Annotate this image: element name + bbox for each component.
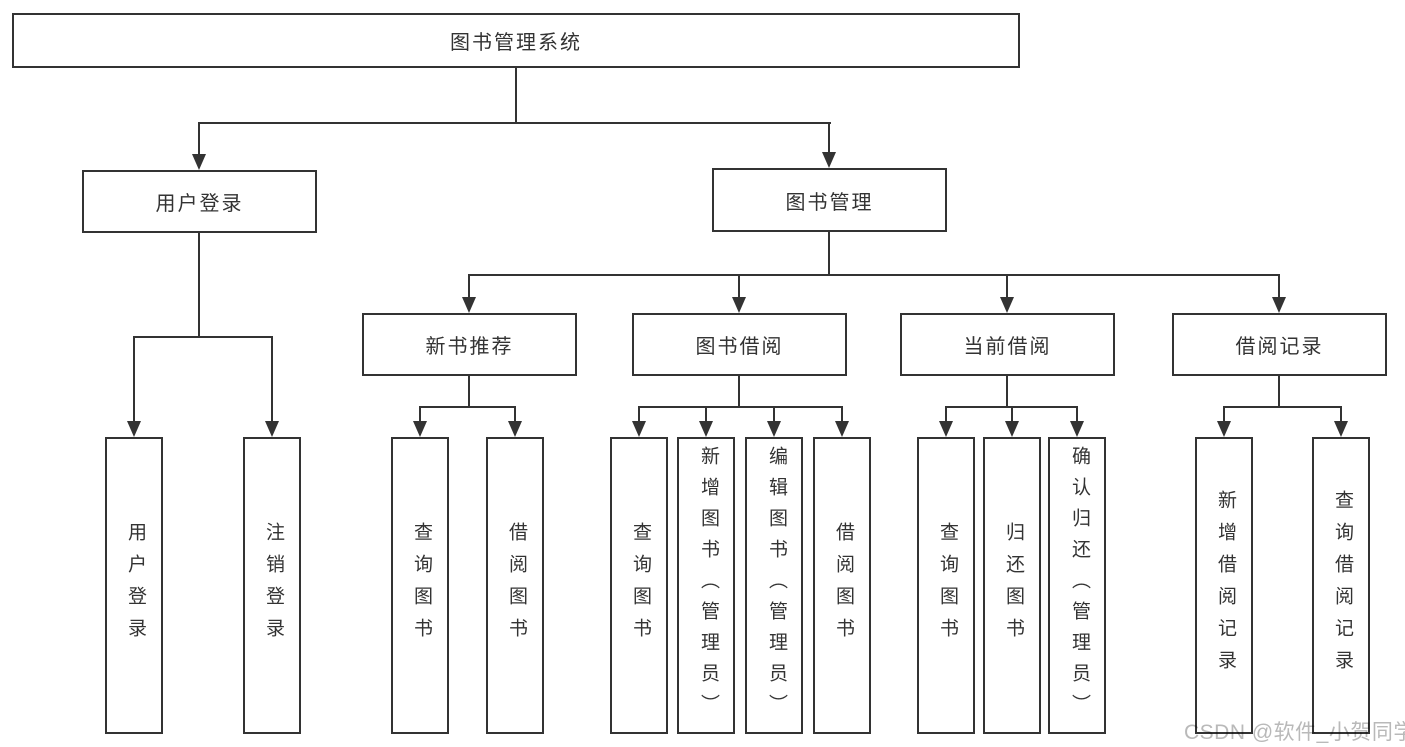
arrowhead-down bbox=[265, 421, 279, 437]
node-borrow-records: 借阅记录 bbox=[1172, 313, 1387, 376]
node-label: 当前借阅 bbox=[963, 336, 1052, 358]
node-label: 图书管理 bbox=[785, 191, 874, 214]
csdn-watermark: CSDN @软件_小贺同学 bbox=[1184, 721, 1405, 744]
leaf-user-login: 用户登录 bbox=[105, 437, 163, 734]
connector-line bbox=[828, 122, 830, 156]
arrowhead-down bbox=[462, 297, 476, 313]
leaf-query-borrow-record: 查询借阅记录 bbox=[1312, 437, 1370, 734]
arrowhead-down bbox=[1272, 297, 1286, 313]
connector-line bbox=[1006, 274, 1008, 301]
arrowhead-down bbox=[1334, 421, 1348, 437]
leaf-query-books-recommend: 查询图书 bbox=[391, 437, 449, 734]
connector-line bbox=[1011, 406, 1013, 424]
arrowhead-down bbox=[1000, 297, 1014, 313]
node-label: 用户登录 bbox=[155, 193, 244, 215]
connector-line bbox=[1076, 406, 1078, 424]
node-label: 新书推荐 bbox=[425, 336, 514, 358]
connector-line bbox=[828, 232, 830, 275]
arrowhead-down bbox=[127, 421, 141, 437]
connector-line bbox=[468, 274, 1280, 276]
arrowhead-down bbox=[192, 154, 206, 170]
leaf-logout-login: 注销登录 bbox=[243, 437, 301, 734]
arrowhead-down bbox=[1005, 421, 1019, 437]
leaf-return-books: 归还图书 bbox=[983, 437, 1041, 734]
leaf-add-borrow-record: 新增借阅记录 bbox=[1195, 437, 1253, 734]
leaf-edit-books-admin: 编辑图书（管理员） bbox=[745, 437, 803, 734]
arrowhead-down bbox=[1070, 421, 1084, 437]
connector-line bbox=[198, 122, 831, 124]
leaf-borrow-books-recommend: 借阅图书 bbox=[486, 437, 544, 734]
arrowhead-down bbox=[835, 421, 849, 437]
arrowhead-down bbox=[508, 421, 522, 437]
arrowhead-down bbox=[413, 421, 427, 437]
leaf-add-books-admin: 新增图书（管理员） bbox=[677, 437, 735, 734]
node-user-login: 用户登录 bbox=[82, 170, 317, 233]
connector-line bbox=[945, 406, 947, 424]
node-book-management: 图书管理 bbox=[712, 168, 947, 232]
arrowhead-down bbox=[732, 297, 746, 313]
node-root-system: 图书管理系统 bbox=[12, 13, 1020, 68]
connector-line bbox=[1223, 406, 1342, 408]
node-book-borrow: 图书借阅 bbox=[632, 313, 847, 376]
connector-line bbox=[514, 406, 516, 424]
arrowhead-down bbox=[822, 152, 836, 168]
connector-line bbox=[1278, 274, 1280, 301]
arrowhead-down bbox=[1217, 421, 1231, 437]
connector-line bbox=[133, 336, 135, 424]
leaf-borrow-books: 借阅图书 bbox=[813, 437, 871, 734]
connector-line bbox=[198, 122, 200, 158]
connector-line bbox=[271, 336, 273, 424]
connector-line bbox=[841, 406, 843, 424]
arrowhead-down bbox=[699, 421, 713, 437]
connector-line bbox=[1278, 376, 1280, 407]
connector-line bbox=[773, 406, 775, 424]
connector-line bbox=[638, 406, 640, 424]
connector-line bbox=[705, 406, 707, 424]
leaf-query-books-current: 查询图书 bbox=[917, 437, 975, 734]
node-new-book-recommend: 新书推荐 bbox=[362, 313, 577, 376]
leaf-confirm-return-admin: 确认归还（管理员） bbox=[1048, 437, 1106, 734]
connector-line bbox=[738, 274, 740, 301]
node-label: 图书管理系统 bbox=[450, 32, 582, 54]
arrowhead-down bbox=[632, 421, 646, 437]
arrowhead-down bbox=[767, 421, 781, 437]
connector-line bbox=[468, 376, 470, 407]
connector-line bbox=[1340, 406, 1342, 424]
connector-line bbox=[419, 406, 421, 424]
connector-line bbox=[738, 376, 740, 407]
connector-line bbox=[468, 274, 470, 301]
node-label: 借阅记录 bbox=[1235, 336, 1324, 358]
connector-line bbox=[419, 406, 516, 408]
connector-line bbox=[198, 233, 200, 338]
arrowhead-down bbox=[939, 421, 953, 437]
node-current-borrow: 当前借阅 bbox=[900, 313, 1115, 376]
node-label: 图书借阅 bbox=[695, 336, 784, 358]
connector-line bbox=[133, 336, 273, 338]
connector-line bbox=[1006, 376, 1008, 407]
connector-line bbox=[1223, 406, 1225, 424]
connector-line bbox=[638, 406, 843, 408]
leaf-query-books-borrow: 查询图书 bbox=[610, 437, 668, 734]
connector-line bbox=[515, 68, 517, 124]
